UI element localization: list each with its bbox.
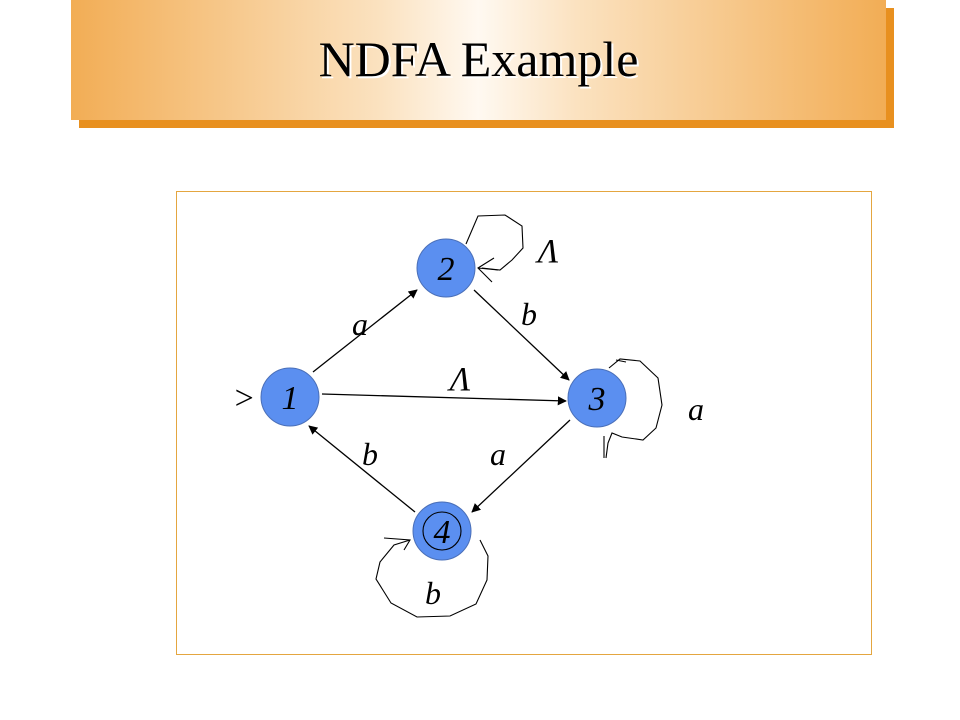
loop-state-2-label: Λ bbox=[535, 233, 559, 270]
edge-4-to-1 bbox=[308, 425, 416, 513]
loop-state-4-arrowhead bbox=[383, 537, 411, 551]
state-2-label: 2 bbox=[438, 251, 455, 288]
loop-state-4-label: b bbox=[425, 575, 441, 611]
edge-2-to-3 bbox=[473, 289, 570, 381]
state-4-label: 4 bbox=[434, 514, 451, 551]
state-3: 3 bbox=[567, 368, 627, 428]
edge-1-to-3-label: Λ bbox=[447, 361, 471, 398]
state-2: 2 bbox=[416, 238, 476, 298]
title-banner: NDFA Example bbox=[71, 0, 886, 120]
state-4-accept-ring bbox=[422, 511, 462, 551]
edge-1-to-2-label: a bbox=[352, 306, 368, 342]
loop-state-3 bbox=[605, 358, 663, 459]
state-4: 4 bbox=[412, 501, 472, 561]
slide-title: NDFA Example bbox=[318, 30, 639, 87]
edge-4-to-1-label: b bbox=[362, 436, 378, 472]
state-1-circle bbox=[260, 367, 320, 427]
edge-1-to-3 bbox=[321, 393, 567, 406]
state-3-circle bbox=[567, 368, 627, 428]
state-3-label: 3 bbox=[588, 381, 606, 418]
loop-state-2 bbox=[465, 214, 524, 271]
diagram-frame bbox=[176, 191, 872, 655]
loop-state-3-arrowhead bbox=[603, 359, 627, 458]
edge-2-to-3-label: b bbox=[521, 296, 537, 332]
state-2-circle bbox=[416, 238, 476, 298]
edge-1-to-2 bbox=[312, 289, 418, 373]
edge-3-to-4 bbox=[471, 419, 571, 513]
state-1-label: 1 bbox=[282, 380, 299, 417]
start-marker: > bbox=[233, 380, 256, 417]
state-4-circle bbox=[412, 501, 472, 561]
edge-3-to-4-label: a bbox=[490, 436, 506, 472]
state-1: 1 bbox=[260, 367, 320, 427]
loop-state-2-arrowhead bbox=[477, 257, 499, 283]
loop-state-3-label: a bbox=[688, 391, 704, 427]
loop-state-4 bbox=[375, 539, 489, 618]
